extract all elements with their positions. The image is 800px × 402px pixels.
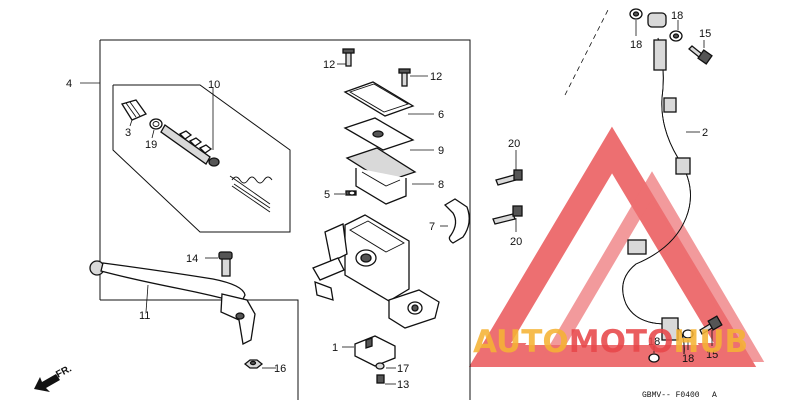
diagram-code-suffix: A <box>712 391 717 400</box>
callout-6: 6 <box>438 109 444 121</box>
callout-11: 11 <box>139 310 150 322</box>
sealing-washer-top-right <box>669 30 683 42</box>
watermark-text-auto: AUTO <box>473 324 569 360</box>
callout-16: 16 <box>274 363 286 375</box>
callout-12-right: 12 <box>430 71 442 83</box>
callout-15-bottom: 15 <box>706 349 718 361</box>
callout-18-top-right: 18 <box>671 10 683 22</box>
callout-10: 10 <box>208 79 220 91</box>
sealing-washer-top-left <box>629 8 643 20</box>
master-cylinder-body <box>312 214 440 329</box>
callout-14: 14 <box>186 253 198 265</box>
diaphragm-plate <box>343 117 415 151</box>
callout-20-upper: 20 <box>508 138 520 150</box>
callout-12-upper: 12 <box>323 59 335 71</box>
sealing-washer-bottom-right <box>682 329 694 339</box>
boot <box>120 99 147 121</box>
circlip <box>149 118 163 130</box>
small-screw <box>345 190 357 196</box>
callout-20-lower: 20 <box>510 236 522 248</box>
front-direction-arrow: FR. <box>34 363 74 392</box>
callout-8: 8 <box>438 179 444 191</box>
brake-lever <box>89 260 256 345</box>
callout-17: 17 <box>397 363 409 375</box>
callout-5: 5 <box>324 189 330 201</box>
switch-washer <box>375 362 385 370</box>
callout-9: 9 <box>438 145 444 157</box>
oil-bolt-top <box>688 45 713 65</box>
callout-4: 4 <box>66 78 72 90</box>
direction-label: FR. <box>54 363 74 380</box>
cap-screw-right <box>398 68 411 87</box>
sealing-washer-bottom-left <box>648 353 660 363</box>
holder-bolt-upper <box>495 169 523 186</box>
callout-18-bottom-left: 18 <box>648 336 660 348</box>
callout-18-top-left: 18 <box>630 39 642 51</box>
clamp-holder <box>443 198 470 244</box>
spring <box>229 175 273 213</box>
assembly-frame <box>99 39 471 400</box>
callout-7: 7 <box>429 221 435 233</box>
callout-1: 1 <box>332 342 338 354</box>
pivot-nut <box>243 359 264 369</box>
watermark-text-moto: MOTO <box>569 324 674 360</box>
diaphragm <box>345 147 417 205</box>
callout-19: 19 <box>145 139 157 151</box>
brake-hose <box>622 12 691 355</box>
watermark-text-hub: HUB <box>673 324 748 360</box>
watermark-text: AUTOMOTOHUB <box>473 324 748 360</box>
oil-bolt-bottom <box>699 315 723 335</box>
callout-13: 13 <box>397 379 409 391</box>
callout-2: 2 <box>702 127 708 139</box>
cap-screw-upper <box>342 48 355 67</box>
brake-light-switch <box>354 335 396 367</box>
callout-18-bottom-right: 18 <box>682 353 694 365</box>
holder-bolt-lower <box>492 205 523 225</box>
diagram-code: GBMV-- F0400 <box>642 391 700 400</box>
lever-pivot-bolt <box>218 251 233 277</box>
switch-screw <box>376 374 385 384</box>
callout-3: 3 <box>125 127 131 139</box>
callout-15-top: 15 <box>699 28 711 40</box>
piston-set <box>160 124 220 167</box>
reservoir-cap <box>343 81 415 117</box>
